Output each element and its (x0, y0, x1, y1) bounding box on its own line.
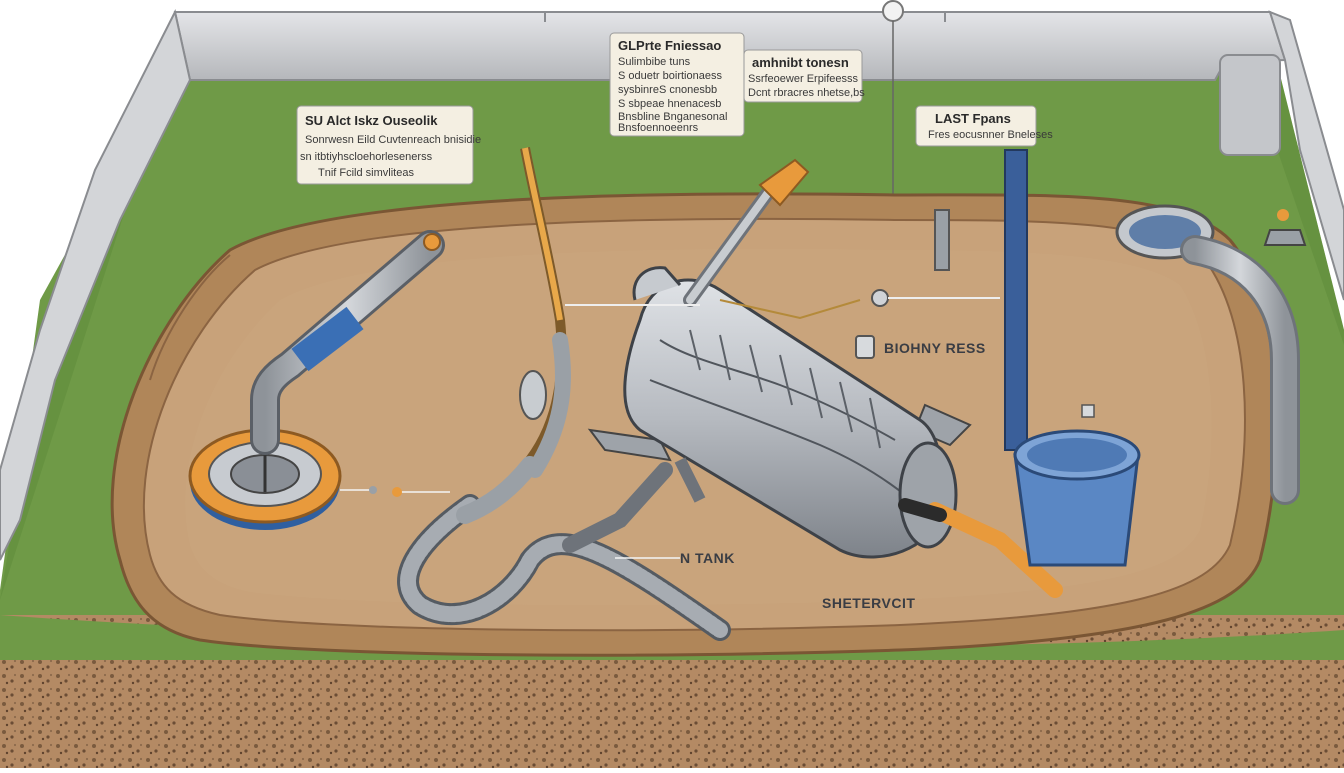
label-box-far-right: LAST Fpans Fres eocusnner Bneleses (915, 105, 1053, 147)
label-line: Tnif Fcild simvliteas (318, 167, 414, 179)
label-line: sysbinreS cnonesbb (618, 84, 717, 96)
tag-right: BIOHNY RESS (884, 340, 986, 356)
label-line: Bnsfoennoeenrs (618, 122, 699, 134)
label-line: sn itbtiyhscloehorlesenerss (300, 151, 433, 163)
perimeter-wall (0, 0, 1344, 561)
pump-arm (565, 158, 1000, 320)
label-line: S oduetr boirtionaess (618, 70, 722, 82)
label-line: Sonrwesn Eild Cuvtenreach bnisidie (305, 134, 481, 146)
vent-pipe-icon (519, 147, 571, 478)
drain-pipe (1115, 204, 1307, 505)
inlet-pipe (250, 230, 445, 455)
label-title: amhnibt tonesn (752, 55, 849, 70)
tag-tank: N TANK (680, 550, 735, 566)
drain-inlet-icon (188, 428, 342, 530)
label-box-top-right: amhnibt tonesn Ssrfeoewer Erpifeesss Dcn… (743, 49, 865, 103)
label-line: Bnsbline Bnganesonal (618, 111, 727, 123)
label-line: Fres eocusnner Bneleses (928, 129, 1053, 141)
label-line: S sbpeae hnenacesb (618, 98, 721, 110)
label-title: LAST Fpans (935, 111, 1011, 126)
bucket-icon (1004, 149, 1141, 567)
pressure-gauge-icon (855, 335, 1095, 418)
label-box-top-left: SU Alct Iskz Ouseolik Sonrwesn Eild Cuvt… (296, 105, 481, 185)
label-line: Sulimbibe tuns (618, 56, 691, 68)
label-line: Dcnt rbracres nhetse,bs (748, 87, 865, 99)
tag-bottom: SHETERVCIT (822, 595, 915, 611)
label-title: SU Alct Iskz Ouseolik (305, 113, 438, 128)
label-title: GLPrte Fniessao (618, 38, 721, 53)
label-box-top-center: GLPrte Fniessao Sulimbibe tuns S oduetr … (609, 32, 745, 137)
septic-tank-icon (562, 266, 1063, 598)
label-line: Ssrfeoewer Erpifeesss (748, 73, 859, 85)
flexible-hose (397, 456, 731, 641)
